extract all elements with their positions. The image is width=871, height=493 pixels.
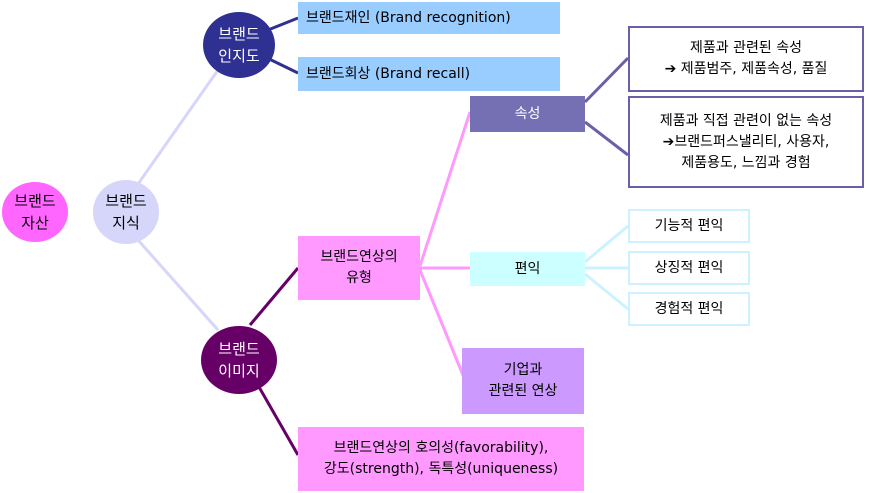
benefits-box: 편익 bbox=[470, 252, 585, 286]
brand-awareness-node: 브랜드 인지도 bbox=[203, 12, 275, 78]
brand-recognition-box: 브랜드재인 (Brand recognition) bbox=[298, 2, 560, 34]
non-product-attributes-box: 제품과 직접 관련이 없는 속성 ➔브랜드퍼스낼리티, 사용자, 제품용도, 느… bbox=[628, 96, 864, 188]
connector-types-attributes bbox=[418, 111, 472, 267]
corporate-association-box: 기업과 관련된 연상 bbox=[462, 348, 584, 414]
connector-knowledge-image bbox=[136, 239, 220, 331]
connector-types-corporate bbox=[418, 269, 467, 381]
functional-benefits-box: 기능적 편익 bbox=[628, 209, 750, 243]
experiential-benefits-box: 경험적 편익 bbox=[628, 292, 750, 326]
connector-benefits-experiential bbox=[584, 272, 629, 311]
brand-image-node: 브랜드 이미지 bbox=[201, 326, 277, 394]
connector-attributes-product bbox=[583, 56, 630, 104]
association-types-box: 브랜드연상의 유형 bbox=[298, 236, 420, 300]
brand-recall-box: 브랜드회상 (Brand recall) bbox=[298, 57, 560, 91]
connector-knowledge-awareness bbox=[136, 69, 220, 185]
connector-attributes-nonproduct bbox=[584, 120, 629, 157]
attributes-box: 속성 bbox=[470, 96, 585, 132]
connector-benefits-functional bbox=[584, 224, 629, 264]
brand-equity-node: 브랜드 자산 bbox=[2, 182, 68, 242]
connector-image-association-types bbox=[248, 267, 300, 326]
brand-knowledge-node: 브랜드 지식 bbox=[93, 180, 159, 244]
product-related-attributes-box: 제품과 관련된 속성 ➔ 제품범주, 제품속성, 품질 bbox=[628, 26, 864, 92]
symbolic-benefits-box: 상징적 편익 bbox=[628, 251, 750, 285]
favorability-strength-uniqueness-box: 브랜드연상의 호의성(favorability), 강도(strength), … bbox=[298, 427, 584, 491]
connector-image-favorability bbox=[253, 379, 300, 456]
